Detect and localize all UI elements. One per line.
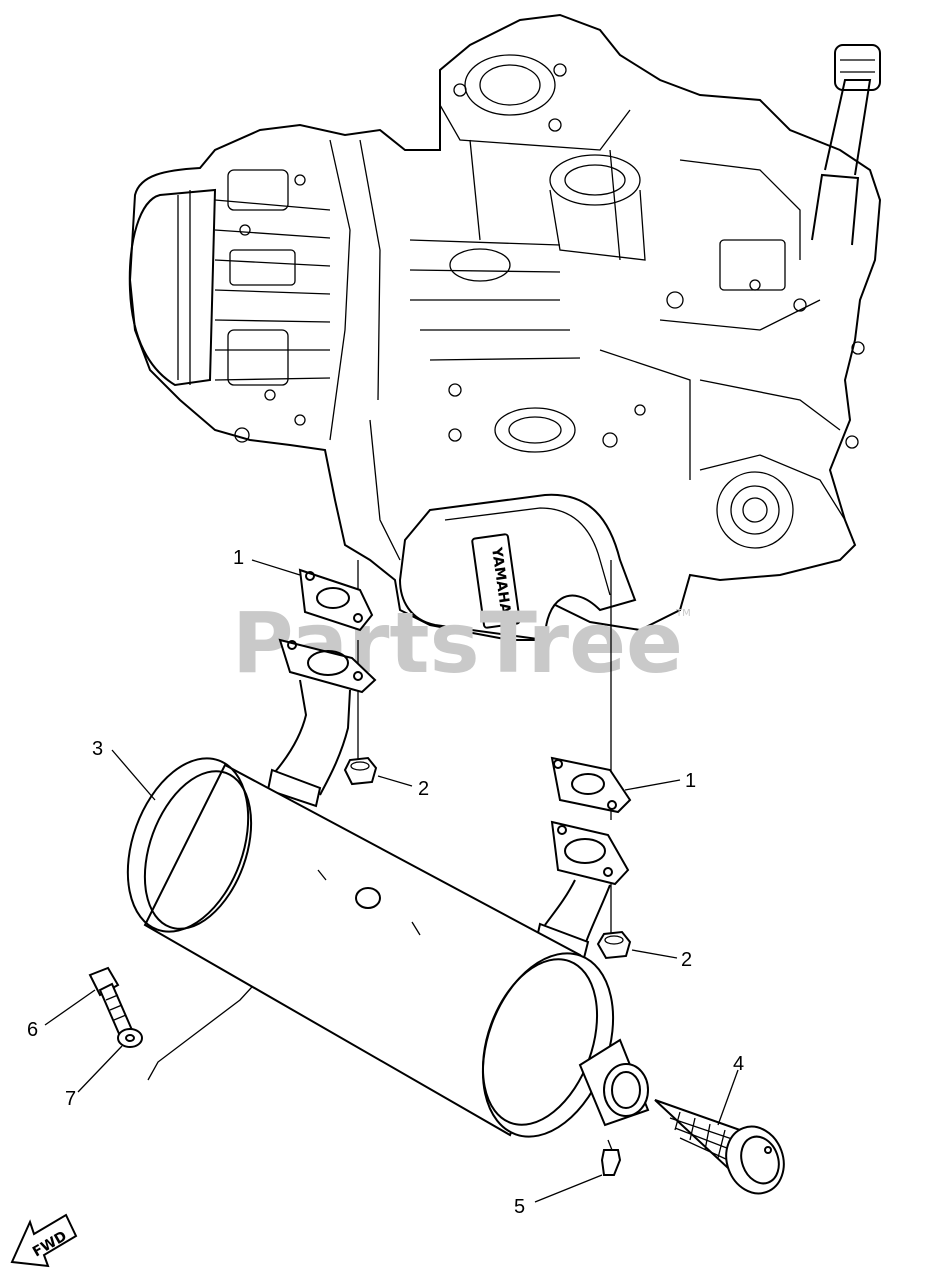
callout-1-upper: 1 [233,547,244,569]
watermark-tm: TM [675,608,691,619]
bolt-part [88,966,134,1038]
callout-labels: 1 1 2 2 3 4 5 6 7 [27,547,744,1218]
washer-part [117,1028,143,1048]
exhaust-flange-right [550,820,630,886]
muffler-part [126,679,650,1138]
exhaust-flange-left [278,638,377,694]
callout-6: 6 [27,1019,38,1041]
callout-2-left: 2 [418,778,429,800]
callout-7: 7 [65,1088,76,1110]
callout-4: 4 [733,1053,744,1075]
gasket-right-part [550,756,632,814]
callout-1-right: 1 [685,770,696,792]
gasket-upper-left-part [298,568,374,632]
callout-5: 5 [514,1196,525,1218]
nut-left-part [343,756,378,786]
screw-part [600,1139,622,1176]
callout-2-right: 2 [681,949,692,971]
watermark-text: PartsTree [232,594,683,692]
watermark: PartsTree TM [232,594,691,692]
callout-3: 3 [92,738,103,760]
spark-arrester-part [654,1099,785,1195]
fwd-arrow: FWD [10,1213,78,1268]
nut-right-part [596,930,632,960]
engine-block: YAMAHA [128,13,882,642]
leader-lines [44,559,739,1203]
